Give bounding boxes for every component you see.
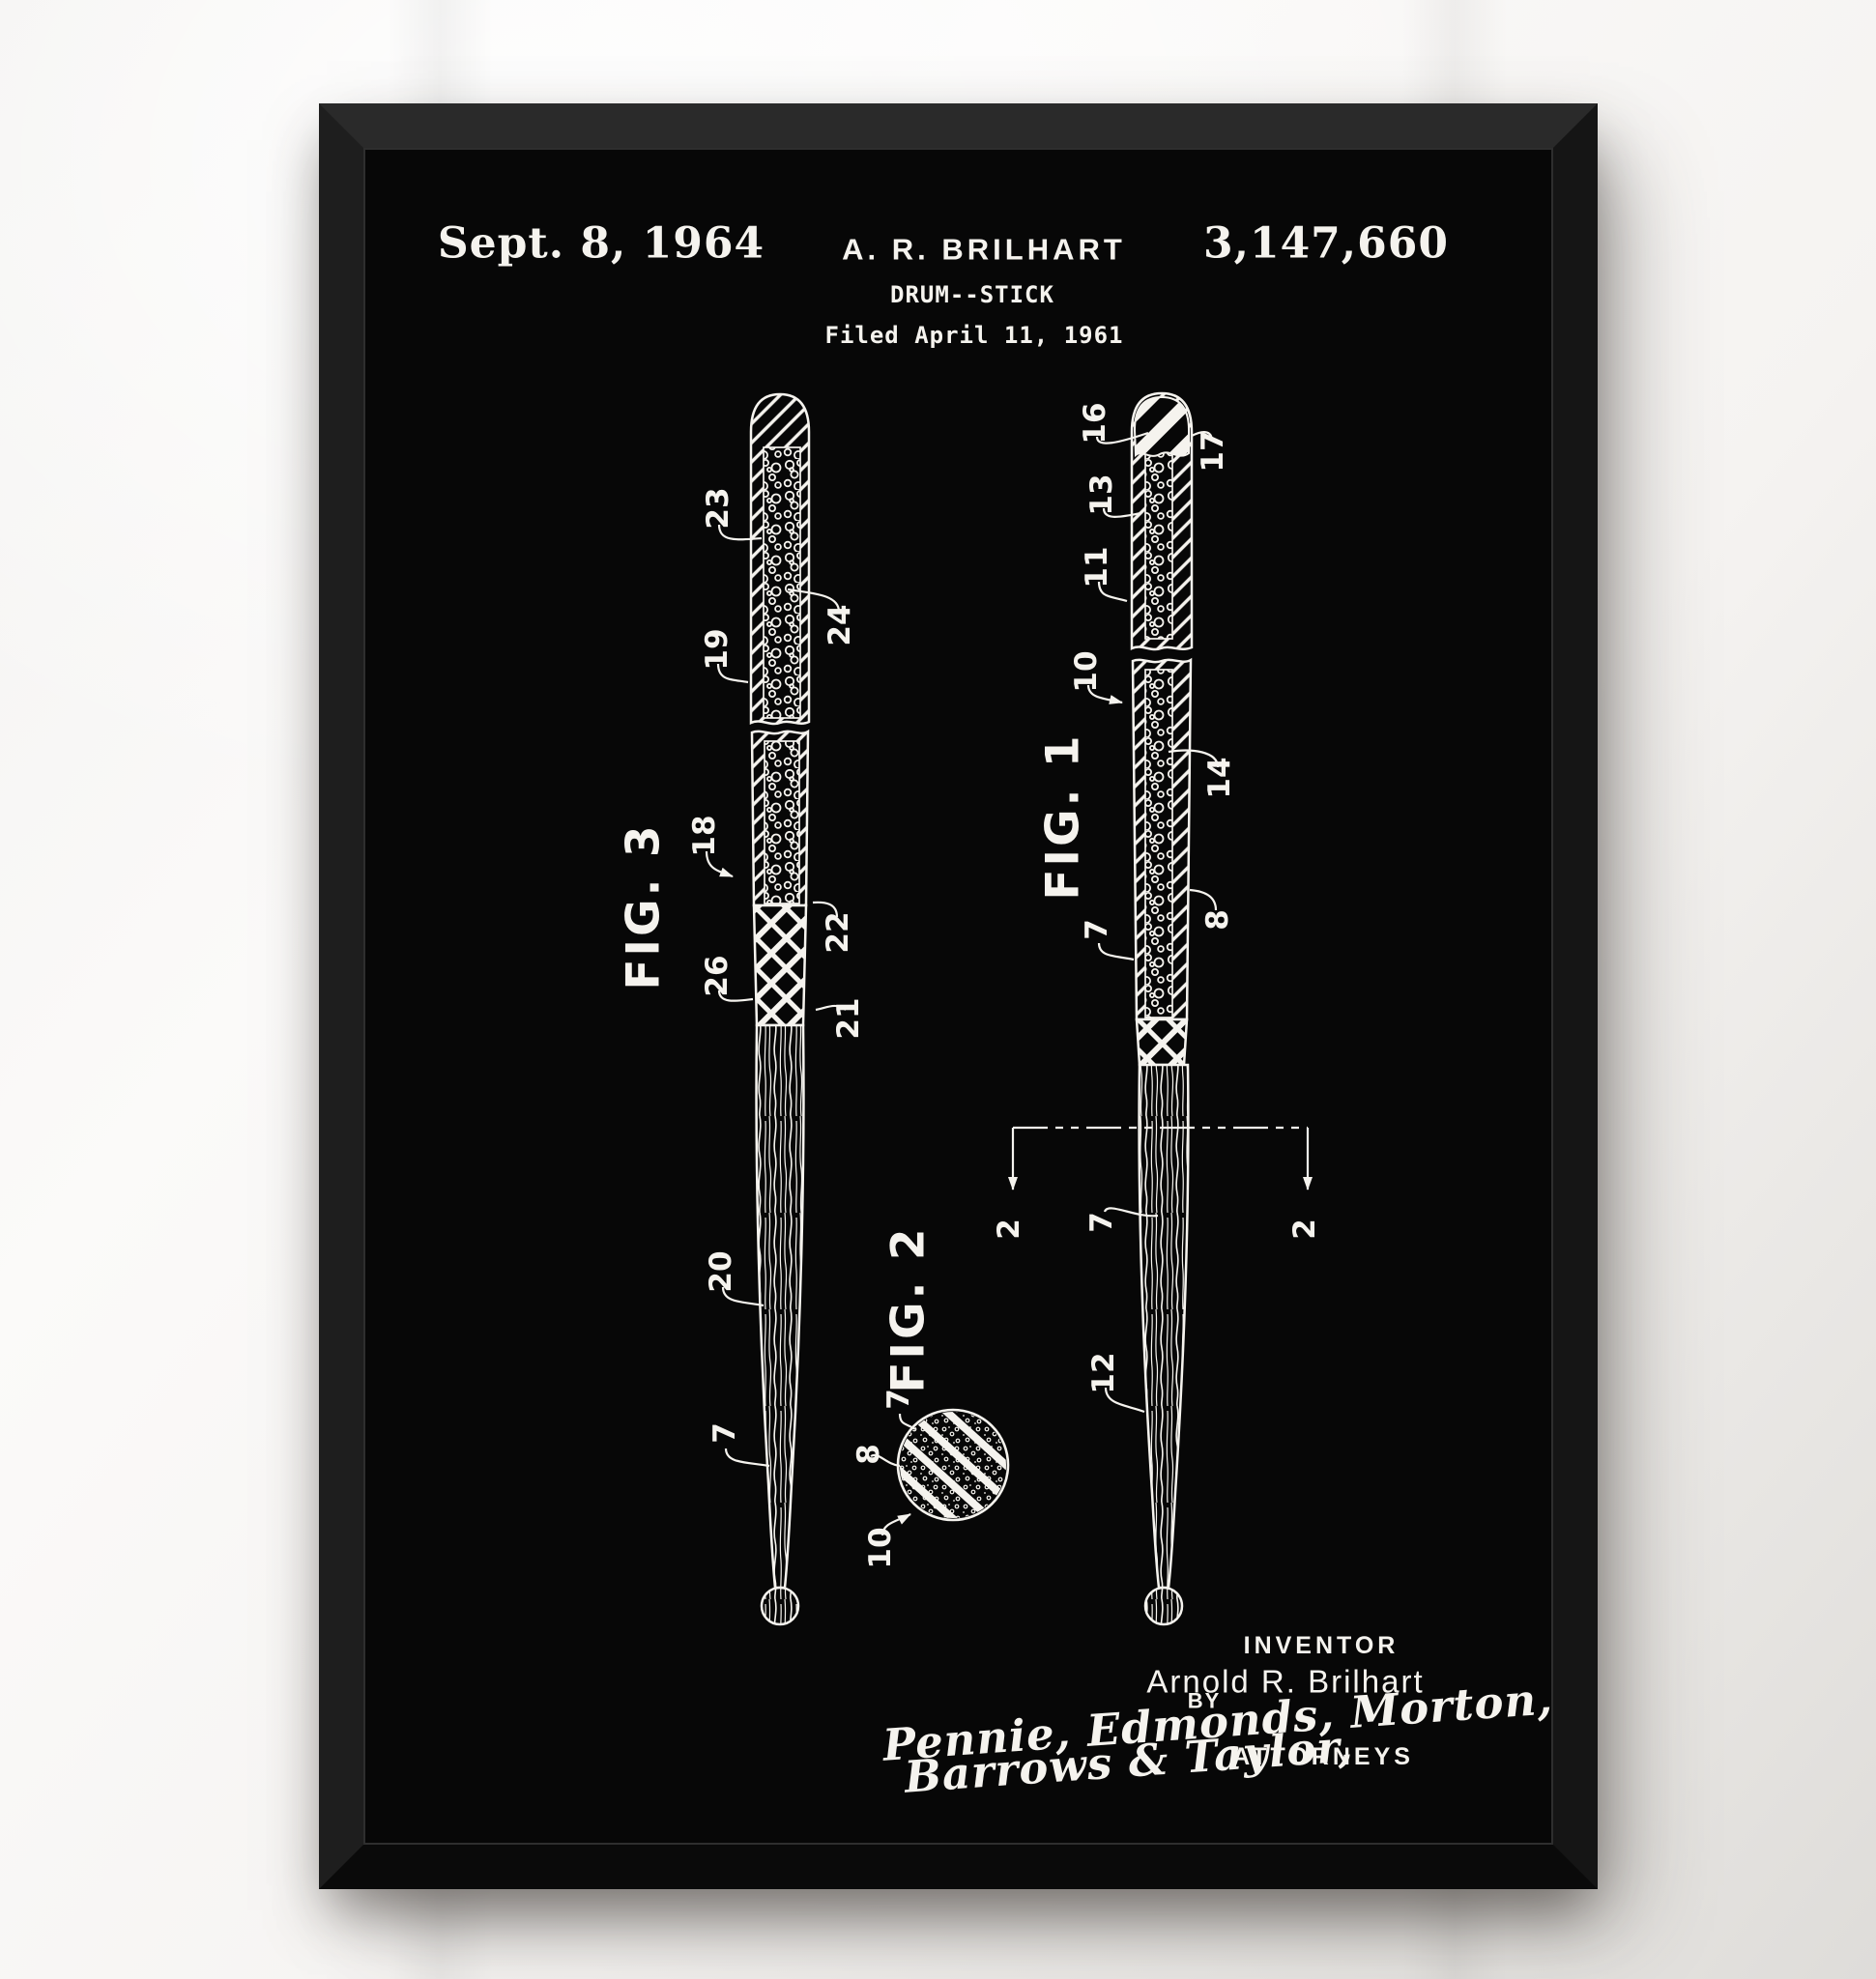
fig3-callout-24: 24 — [823, 604, 857, 645]
fig1-callout-11: 11 — [1080, 546, 1114, 588]
inventor-heading: INVENTOR — [1244, 1632, 1400, 1659]
patent-inventor-short: A. R. BRILHART — [842, 233, 1126, 267]
fig1-callout-13: 13 — [1084, 473, 1119, 515]
fig2-callout-8: 8 — [851, 1444, 886, 1465]
fig1-callout-17: 17 — [1196, 430, 1230, 472]
patent-date: Sept. 8, 1964 — [438, 219, 765, 269]
fig1-callout-16: 16 — [1078, 402, 1112, 444]
fig3-callout-26: 26 — [700, 955, 735, 996]
fig3-callout-22: 22 — [821, 911, 855, 953]
fig1-section-marker-right: 2 — [1287, 1219, 1322, 1240]
patent-number: 3,147,660 — [1203, 219, 1449, 269]
fig1-callout-7-upper: 7 — [1080, 919, 1114, 940]
attorneys-label: ATTORNEYS — [1232, 1743, 1414, 1770]
fig3-callout-21: 21 — [831, 997, 866, 1039]
fig1-section-marker-left: 2 — [992, 1219, 1026, 1240]
signature-block: INVENTOR Arnold R. Brilhart BY Pennie, E… — [880, 1632, 1551, 1803]
patent-title: DRUM--STICK — [890, 281, 1054, 308]
fig3-callout-18: 18 — [687, 815, 722, 856]
fig3-label: FIG. 3 — [618, 822, 671, 990]
patent-drawing: Sept. 8, 1964 A. R. BRILHART 3,147,660 D… — [365, 150, 1551, 1843]
picture-frame: Sept. 8, 1964 A. R. BRILHART 3,147,660 D… — [319, 103, 1598, 1889]
fig1-callout-8: 8 — [1200, 909, 1235, 931]
fig1-callout-10: 10 — [1069, 650, 1104, 692]
fig1-callout-7-lower: 7 — [1084, 1212, 1119, 1233]
patent-poster: Sept. 8, 1964 A. R. BRILHART 3,147,660 D… — [365, 150, 1551, 1843]
fig2-label: FIG. 2 — [882, 1225, 936, 1392]
fig2-callout-10: 10 — [863, 1527, 898, 1568]
fig1-callout-12: 12 — [1086, 1352, 1121, 1393]
fig1-label: FIG. 1 — [1037, 732, 1090, 900]
patent-filed-date: Filed April 11, 1961 — [825, 322, 1124, 349]
fig2-drawing: 7 8 10 FIG. 2 — [851, 1225, 1008, 1568]
fig3-callout-7: 7 — [707, 1422, 742, 1444]
fig3-drawing: 23 24 19 18 22 26 21 20 7 FIG. 3 — [618, 394, 867, 1624]
fig1-callout-14: 14 — [1202, 757, 1237, 798]
fig3-callout-20: 20 — [704, 1250, 738, 1292]
fig3-callout-23: 23 — [701, 487, 736, 529]
fig3-callout-19: 19 — [700, 628, 735, 670]
fig1-drawing: 16 17 13 11 10 14 8 7 7 12 2 2 FIG. 1 — [992, 393, 1322, 1624]
